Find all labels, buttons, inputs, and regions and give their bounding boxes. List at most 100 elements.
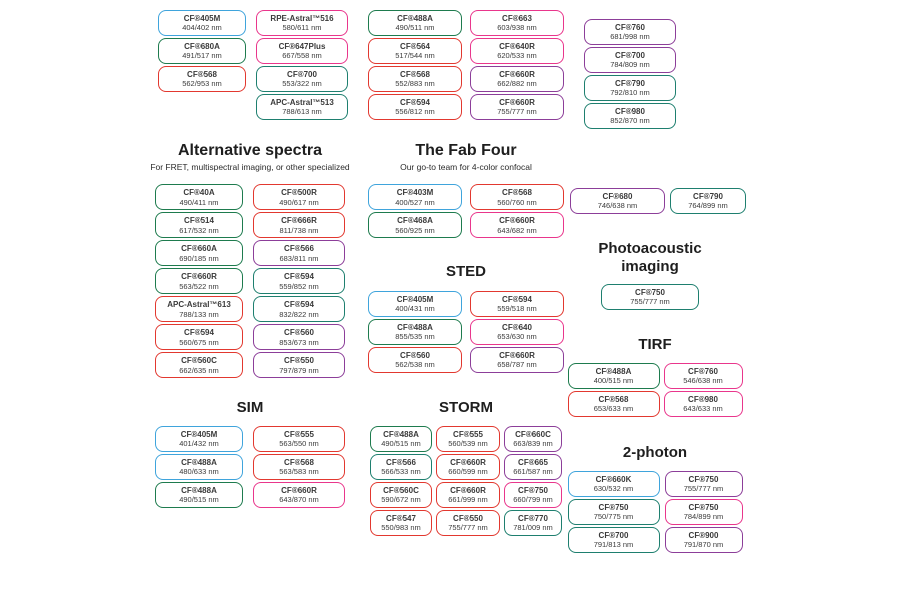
dye-wavelengths: 590/672 nm <box>381 495 421 505</box>
dye-wavelengths: 490/515 nm <box>381 439 421 449</box>
dye-name: CF®660C <box>515 429 551 439</box>
dye-name: CF®660K <box>595 474 632 484</box>
dye-name: CF®660R <box>499 69 535 79</box>
dye-name: CF®750 <box>688 474 719 484</box>
dye-name: CF®750 <box>518 485 548 495</box>
dye-name: CF®550 <box>284 356 314 366</box>
dye-wavelengths: 553/322 nm <box>282 79 322 89</box>
dye-wavelengths: 750/775 nm <box>593 512 634 522</box>
dye-wavelengths: 491/517 nm <box>182 51 222 61</box>
dye-name: CF®560 <box>284 328 314 338</box>
dye-name: CF®488A <box>383 429 419 439</box>
dye-wavelengths: 755/777 nm <box>630 297 670 307</box>
dye-wavelengths: 559/852 nm <box>279 281 319 291</box>
dye-name: CF®647Plus <box>278 41 326 51</box>
dye-name: CF®980 <box>688 394 718 404</box>
dye-name: CF®750 <box>635 287 665 297</box>
dye-name: CF®660R <box>499 350 535 360</box>
dye-wavelengths: 755/777 nm <box>448 523 488 533</box>
dye-name: CF®660R <box>181 272 217 282</box>
dye-wavelengths: 546/638 nm <box>683 376 723 386</box>
dye-wavelengths: 563/522 nm <box>179 281 219 291</box>
dye-wavelengths: 784/809 nm <box>610 60 650 70</box>
dye-wavelengths: 517/544 nm <box>395 51 435 61</box>
dye-name: CF®640 <box>502 322 532 332</box>
dye-wavelengths: 404/402 nm <box>182 23 222 33</box>
dye-wavelengths: 661/999 nm <box>448 495 488 505</box>
section-subtitle: For FRET, multispectral imaging, or othe… <box>150 162 350 173</box>
dye-name: CF®568 <box>400 69 430 79</box>
dye-wavelengths: 852/870 nm <box>610 116 650 126</box>
dye-wavelengths: 791/870 nm <box>683 540 724 550</box>
dye-name: CF®700 <box>598 530 629 540</box>
dye-name: CF®568 <box>502 188 532 198</box>
dye-name: CF®560C <box>181 356 217 366</box>
dye-name: CF®660R <box>499 97 535 107</box>
dye-wavelengths: 662/882 nm <box>497 79 537 89</box>
dye-wavelengths: 630/532 nm <box>593 484 634 494</box>
dye-wavelengths: 556/812 nm <box>395 107 435 117</box>
dye-wavelengths: 661/587 nm <box>513 467 553 477</box>
dye-name: CF®568 <box>284 457 314 467</box>
dye-wavelengths: 490/511 nm <box>395 23 435 33</box>
dye-wavelengths: 832/822 nm <box>279 309 319 319</box>
section-title: Alternative spectra <box>177 142 323 159</box>
dye-name: CF®564 <box>400 41 430 51</box>
dye-name: CF®750 <box>688 502 719 512</box>
dye-name: CF®980 <box>615 106 645 116</box>
dye-wavelengths: 788/133 nm <box>179 309 219 319</box>
dye-wavelengths: 562/538 nm <box>395 360 435 370</box>
dye-wavelengths: 662/635 nm <box>179 365 219 375</box>
dye-name: CF®760 <box>688 366 718 376</box>
dye-name: CF®594 <box>400 97 430 107</box>
dye-name: CF®560 <box>400 350 430 360</box>
dye-wavelengths: 764/899 nm <box>688 201 728 211</box>
dye-wavelengths: 660/799 nm <box>513 495 553 505</box>
dye-name: CF®760 <box>615 22 645 32</box>
dye-wavelengths: 683/811 nm <box>279 253 319 263</box>
section-title: 2-photon <box>622 444 688 461</box>
dye-wavelengths: 784/899 nm <box>683 512 724 522</box>
dye-name: CF®488A <box>595 366 632 376</box>
dye-wavelengths: 552/883 nm <box>395 79 435 89</box>
dye-wavelengths: 855/535 nm <box>395 332 435 342</box>
